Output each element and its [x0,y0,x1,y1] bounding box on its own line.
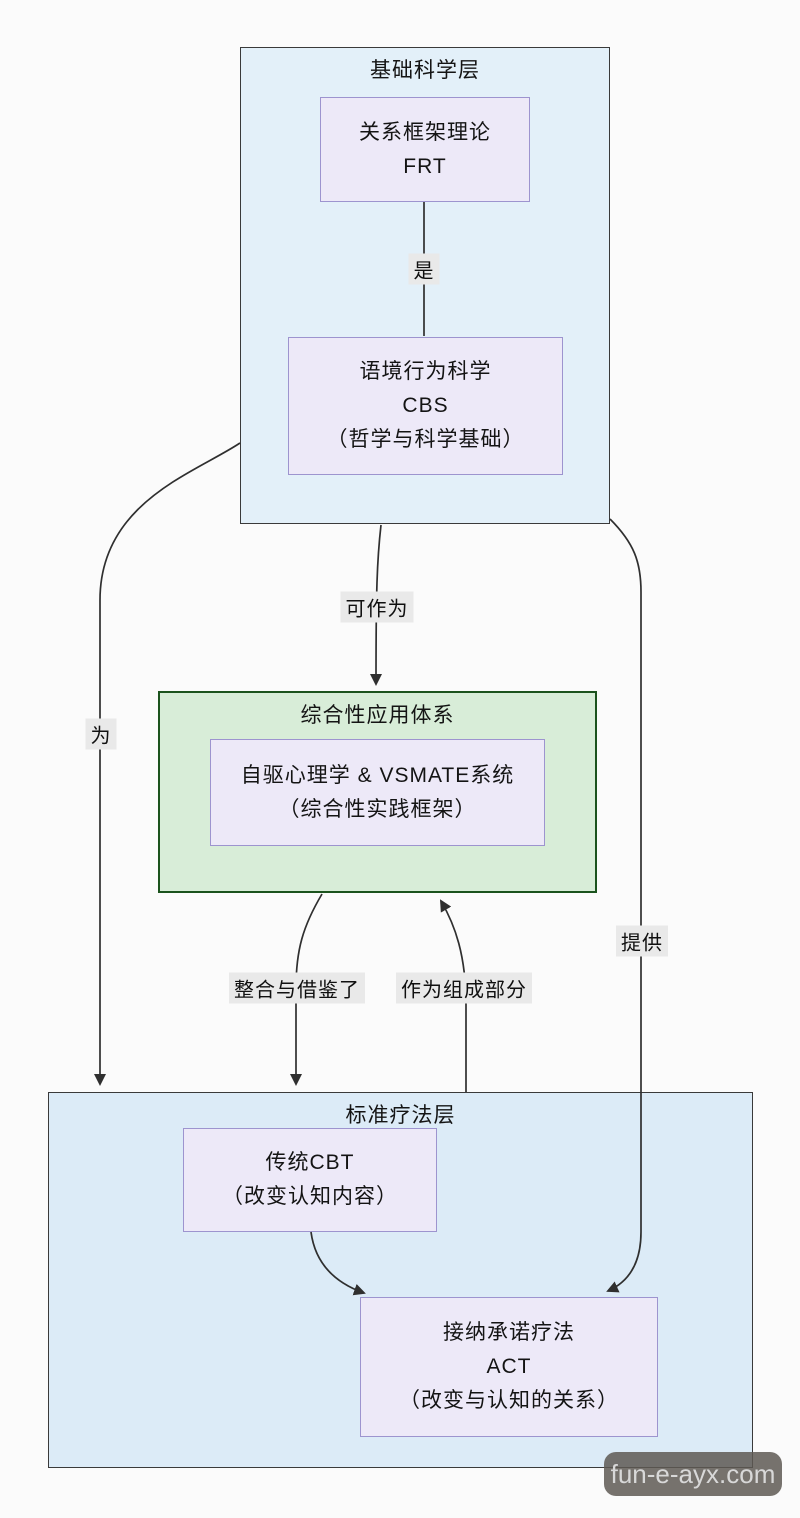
node-cbt-line1: 传统CBT [265,1151,355,1174]
node-act-line3: （改变与认知的关系） [399,1389,619,1412]
node-frt: 关系框架理论 FRT [320,97,530,202]
node-vsmate-line1: 自驱心理学 & VSMATE系统 [240,763,515,787]
watermark-text: fun-e-ayx.com [610,1458,776,1489]
watermark-badge: fun-e-ayx.com [604,1452,782,1496]
node-cbs: 语境行为科学 CBS （哲学与科学基础） [288,337,563,475]
node-cbs-line3: （哲学与科学基础） [326,428,525,451]
node-act-line1: 接纳承诺疗法 [443,1321,575,1344]
node-act: 接纳承诺疗法 ACT （改变与认知的关系） [360,1297,658,1437]
cluster-therapy-title: 标准疗法层 [345,1104,456,1127]
node-cbs-line2: CBS [402,394,449,417]
cluster-foundation-title: 基础科学层 [370,59,480,82]
node-cbt-line2: （改变认知内容） [222,1185,398,1208]
edge-label-is: 是 [408,253,440,285]
edge-label-component-of: 作为组成部分 [396,972,532,1004]
cluster-application-title: 综合性应用体系 [300,704,455,727]
edge-label-for: 为 [85,718,117,750]
node-cbt: 传统CBT （改变认知内容） [183,1128,437,1232]
node-cbs-line1: 语境行为科学 [359,360,492,383]
node-vsmate-line2: （综合性实践框架） [278,797,477,821]
edge-label-provides: 提供 [616,925,668,957]
node-act-line2: ACT [486,1355,532,1378]
edge-label-can-serve-as: 可作为 [340,591,414,623]
node-frt-line1: 关系框架理论 [359,120,491,144]
node-vsmate: 自驱心理学 & VSMATE系统 （综合性实践框架） [210,739,545,846]
edge-label-integrates: 整合与借鉴了 [229,972,365,1004]
node-frt-line2: FRT [403,154,447,178]
